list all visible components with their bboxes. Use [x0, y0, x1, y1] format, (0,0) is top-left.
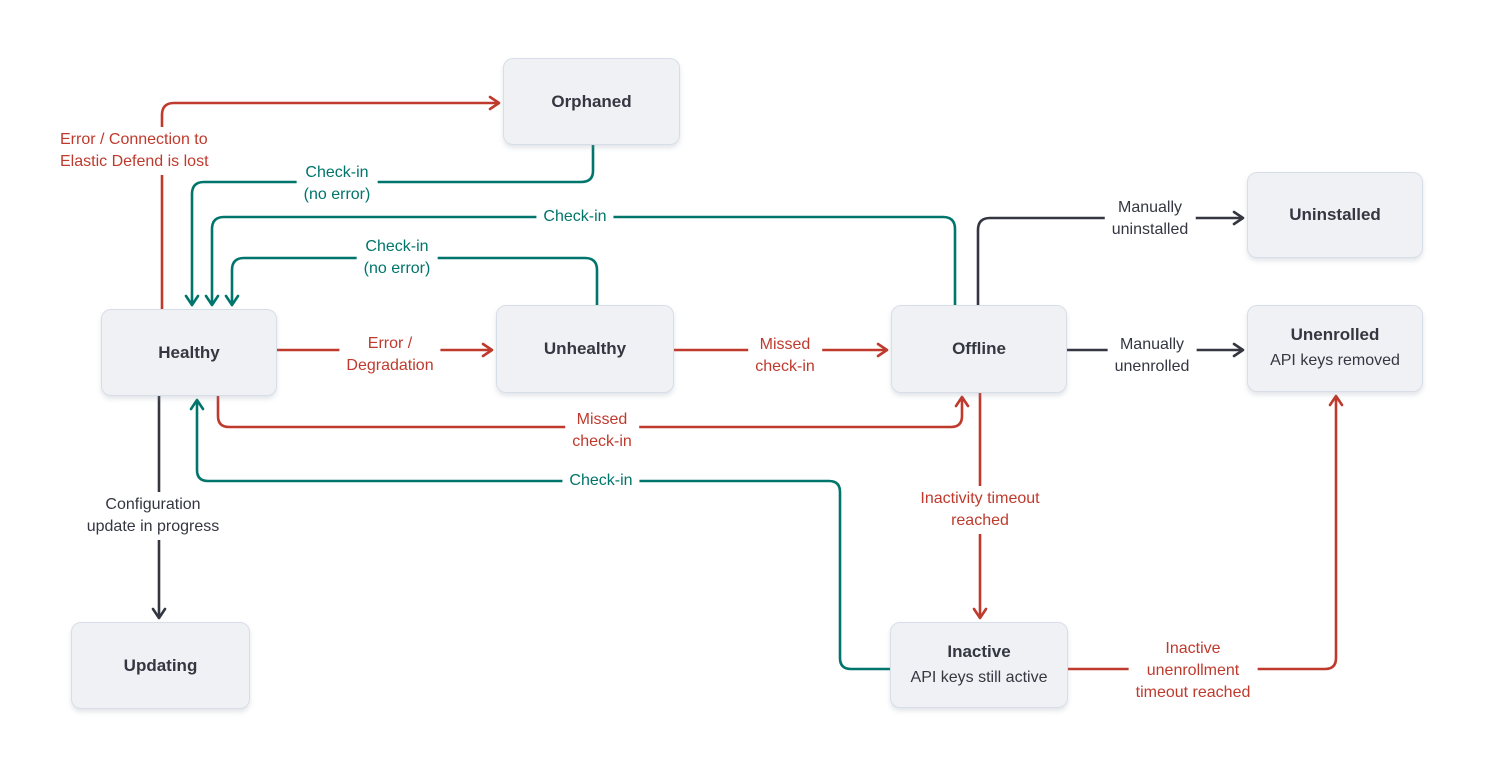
node-inactive-title: Inactive: [947, 641, 1011, 661]
edge-label-error-degradation: Error / Degradation: [339, 331, 441, 379]
node-unhealthy: Unhealthy: [496, 305, 674, 393]
edge-inactive-to-unenrolled: [1066, 394, 1344, 671]
node-healthy-title: Healthy: [158, 342, 220, 362]
edge-label-manually-unenrolled: Manually unenrolled: [1107, 332, 1197, 380]
node-unhealthy-title: Unhealthy: [543, 339, 627, 358]
edge-label-checkin-no-error-top: Check-in (no error): [296, 160, 378, 208]
node-inactive-subtitle: API keys still active: [910, 668, 1048, 686]
node-updating: Updating: [71, 622, 250, 709]
edge-offline-to-uninstalled: [976, 210, 1245, 307]
node-uninstalled: Uninstalled: [1247, 172, 1423, 258]
edge-orphaned-to-healthy: [184, 143, 595, 307]
node-offline: Offline: [891, 305, 1067, 393]
edge-label-missed-checkin-right: Missed check-in: [748, 332, 822, 380]
node-offline-title: Offline: [952, 339, 1006, 358]
node-inactive: Inactive API keys still active: [890, 622, 1068, 708]
edge-healthy-to-orphaned: [160, 95, 501, 311]
edge-label-checkin-no-error-mid: Check-in (no error): [356, 234, 438, 282]
node-unenrolled-subtitle: API keys removed: [1270, 352, 1400, 369]
node-uninstalled-title: Uninstalled: [1289, 205, 1381, 224]
edge-inactive-to-healthy: [189, 398, 892, 671]
node-orphaned: Orphaned: [503, 58, 680, 145]
node-updating-title: Updating: [123, 655, 198, 675]
edge-label-manually-uninstalled: Manually uninstalled: [1104, 195, 1196, 243]
edge-label-configuration-update: Configuration update in progress: [79, 492, 227, 540]
node-orphaned-title: Orphaned: [551, 91, 632, 111]
edge-label-error-connection-lost: Error / Connection to Elastic Defend is …: [56, 127, 213, 175]
node-unenrolled-title: Unenrolled: [1290, 325, 1380, 344]
node-unenrolled: Unenrolled API keys removed: [1247, 305, 1423, 392]
edge-label-inactivity-timeout: Inactivity timeout reached: [913, 486, 1047, 534]
node-healthy: Healthy: [101, 309, 277, 396]
edge-label-inactive-unenrollment: Inactive unenrollment timeout reached: [1128, 636, 1258, 706]
edge-label-checkin-offline: Check-in: [536, 204, 614, 230]
edge-label-checkin-inactive: Check-in: [562, 468, 640, 494]
edge-label-missed-checkin-lower: Missed check-in: [565, 407, 639, 455]
edge-offline-to-healthy: [204, 215, 957, 307]
